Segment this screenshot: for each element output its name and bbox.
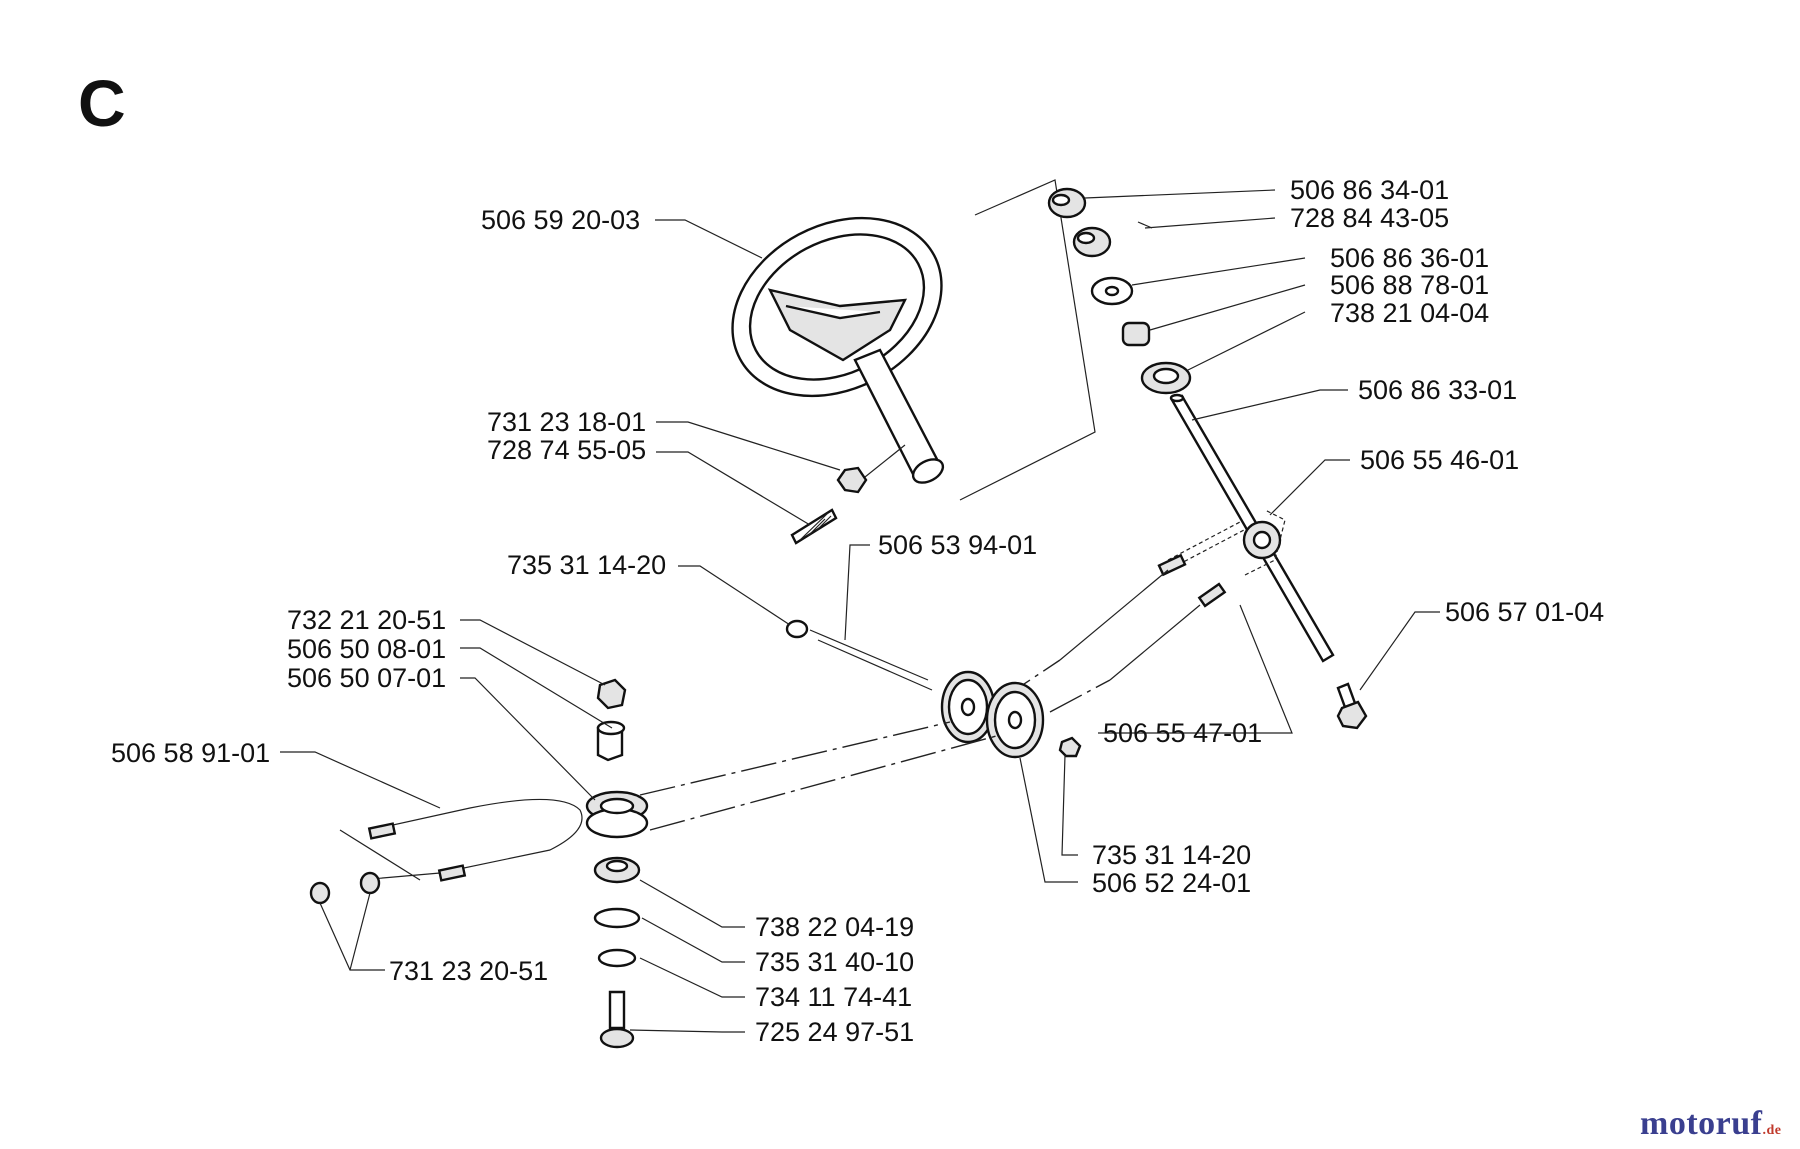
- part-label-idler-pulley: 506 52 24-01: [1092, 868, 1252, 898]
- leader-lines: [280, 189, 1440, 1033]
- part-label-pulley-washer: 735 31 14-20: [1092, 840, 1252, 870]
- sprocket-and-chain: [1157, 509, 1286, 577]
- part-label-set-screw: 728 84 43-05: [1290, 203, 1450, 233]
- part-label-nut: 731 23 18-01: [487, 407, 647, 437]
- steering-wheel: [731, 216, 945, 484]
- steering-cables: [999, 569, 1227, 713]
- lower-pulley-stack: [585, 678, 1001, 1049]
- part-label-cable-nuts: 731 23 20-51: [389, 956, 549, 986]
- part-label-sprocket: 506 55 46-01: [1360, 445, 1520, 475]
- watermark-tld: .de: [1762, 1123, 1782, 1138]
- part-label-pulley: 506 50 07-01: [287, 663, 447, 693]
- part-label-collar: 506 86 34-01: [1290, 175, 1450, 205]
- part-label-washer: 734 11 74-41: [755, 982, 913, 1012]
- part-label-column-washer: 506 86 36-01: [1330, 243, 1490, 273]
- wheel-nut-and-screw: [790, 444, 906, 545]
- part-label-shaft-washer: 735 31 14-20: [507, 550, 667, 580]
- column-bottom-bolt: [1336, 682, 1368, 730]
- pulley-assembly: [785, 619, 1082, 759]
- part-label-bearing: 738 22 04-19: [755, 912, 915, 942]
- part-label-bushing: 506 88 78-01: [1330, 270, 1490, 300]
- part-label-column-bolt: 506 57 01-04: [1445, 597, 1605, 627]
- part-label-cable-end: 506 55 47-01: [1103, 718, 1263, 748]
- part-label-steering-wheel: 506 59 20-03: [481, 205, 641, 235]
- section-letter: C: [78, 66, 126, 140]
- part-label-bolt: 725 24 97-51: [755, 1017, 915, 1047]
- part-label-column-bearing: 738 21 04-04: [1330, 298, 1490, 328]
- watermark-logo: motoruf.de: [1640, 1105, 1781, 1143]
- part-label-circlip: 735 31 40-10: [755, 947, 915, 977]
- part-label-steering-column: 506 86 33-01: [1358, 375, 1518, 405]
- part-label-spacer: 506 50 08-01: [287, 634, 447, 664]
- part-label-locknut: 732 21 20-51: [287, 605, 447, 635]
- part-label-cable: 506 58 91-01: [111, 738, 271, 768]
- part-label-pulley-shaft: 506 53 94-01: [878, 530, 1038, 560]
- watermark-name: motoruf: [1640, 1105, 1763, 1142]
- lower-cable-pair: [309, 798, 583, 905]
- part-label-screw: 728 74 55-05: [487, 435, 647, 465]
